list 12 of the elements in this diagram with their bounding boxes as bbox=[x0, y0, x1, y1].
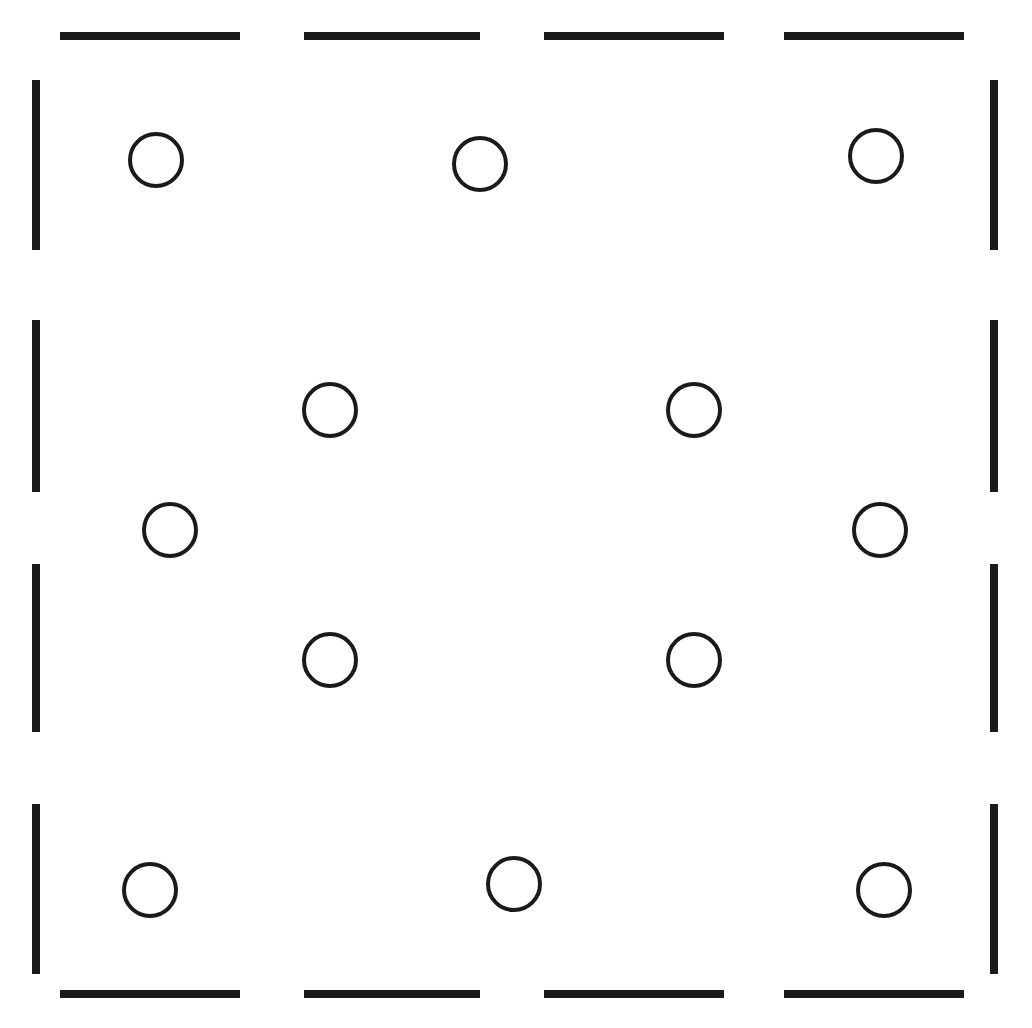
circle-marker bbox=[666, 382, 722, 438]
circle-marker bbox=[142, 502, 198, 558]
circle-marker bbox=[452, 136, 508, 192]
circle-marker bbox=[852, 502, 908, 558]
circle-marker bbox=[666, 632, 722, 688]
circle-marker bbox=[128, 132, 184, 188]
circle-marker bbox=[848, 128, 904, 184]
circle-marker bbox=[486, 856, 542, 912]
circle-marker bbox=[302, 382, 358, 438]
circle-marker bbox=[302, 632, 358, 688]
circle-marker bbox=[856, 862, 912, 918]
circle-marker bbox=[122, 862, 178, 918]
